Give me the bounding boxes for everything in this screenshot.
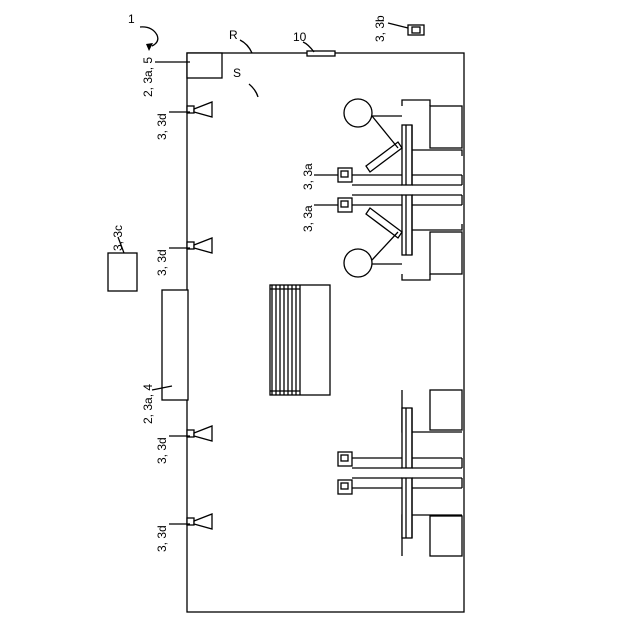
label-2-3a-5: 2, 3a, 5	[141, 57, 155, 97]
device-3c	[108, 253, 137, 291]
workstation-upper-b	[338, 195, 462, 280]
wall-unit-4	[162, 290, 188, 400]
label-space-S: S	[233, 66, 241, 80]
label-3a-lower: 3, 3a	[301, 205, 315, 232]
workstation-upper-a	[338, 99, 462, 185]
top-left-box	[187, 53, 222, 78]
device-3b-leader	[388, 23, 408, 28]
label-room-R: R	[229, 28, 238, 42]
speaker-3d-4	[169, 514, 212, 529]
ref-1-arrow-head	[146, 43, 153, 51]
ref-1-arrow-shaft	[140, 27, 158, 46]
speaker-3d-3	[169, 426, 212, 441]
label-3c: 3, 3c	[111, 225, 125, 251]
space-leader	[249, 84, 258, 97]
label-ref-1: 1	[128, 12, 135, 26]
label-3a-upper: 3, 3a	[301, 163, 315, 190]
speaker-3d-1	[169, 102, 212, 117]
label-3b: 3, 3b	[373, 15, 387, 42]
workstation-lower-b	[338, 478, 462, 556]
speaker-3d-2	[169, 238, 212, 253]
room-leader	[240, 40, 252, 53]
label-2-3a-4: 2, 3a, 4	[141, 384, 155, 424]
label-sensor-10: 10	[293, 30, 307, 44]
label-3d-2: 3, 3d	[155, 249, 169, 276]
label-3d-1: 3, 3d	[155, 113, 169, 140]
workstation-lower-a	[338, 390, 462, 468]
device-3b-inner	[412, 27, 420, 33]
sensor-10	[307, 51, 335, 56]
label-3d-4: 3, 3d	[155, 525, 169, 552]
label-3d-3: 3, 3d	[155, 437, 169, 464]
